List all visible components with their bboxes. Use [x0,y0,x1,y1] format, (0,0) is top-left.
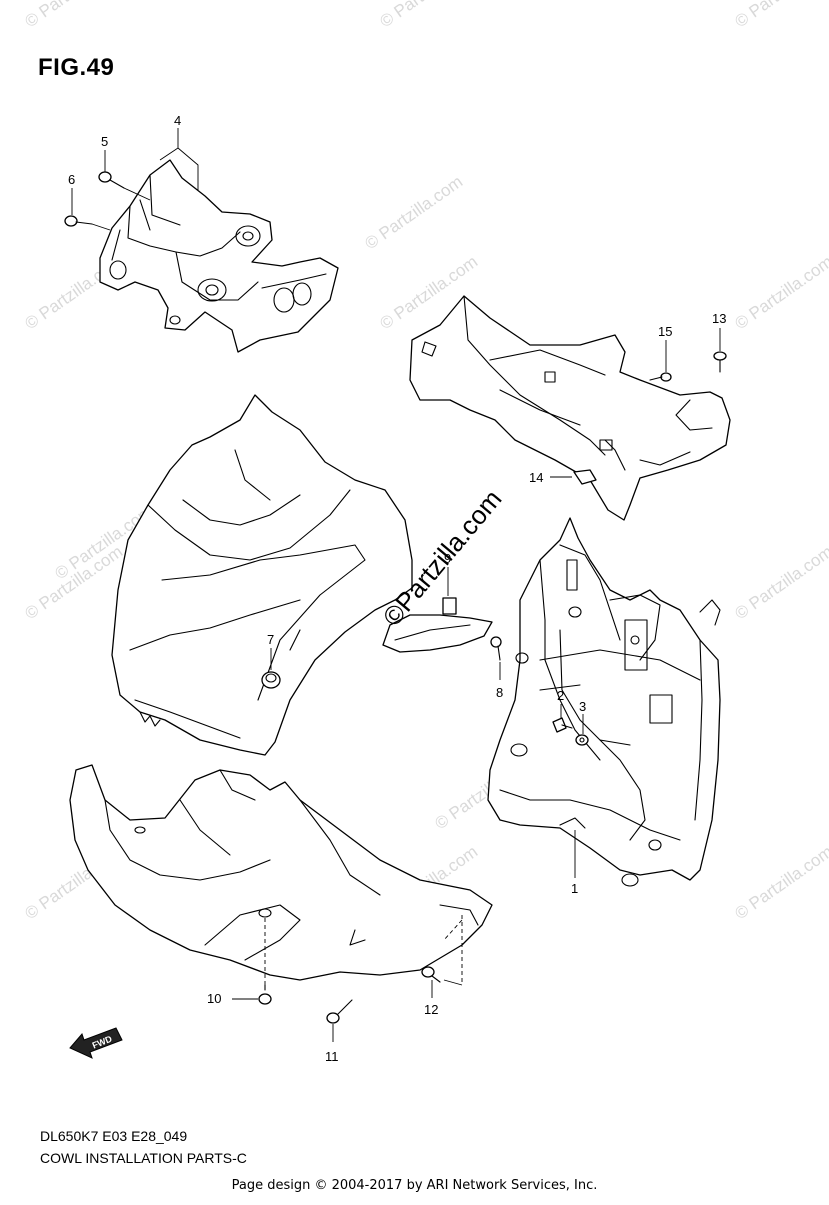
watermark-tile: © Partzilla.com [361,172,466,253]
washer-3 [575,714,589,746]
leader-12-dash-b [443,919,463,941]
figure-title: FIG.49 [38,54,115,81]
fwd-arrow-icon: FWD [69,1027,123,1059]
lower-cowl [69,764,493,981]
callout-3: 3 [579,699,586,714]
callout-9: 9 [444,551,451,566]
main-upper-cowl [111,394,413,756]
clip-15 [649,340,672,382]
inner-panel-upper-right [409,295,731,521]
callout-11: 11 [325,1049,339,1064]
callout-5: 5 [101,134,108,149]
callout-1: 1 [571,881,578,896]
screw-10 [232,984,272,1005]
leader-4 [159,128,199,190]
callout-13: 13 [712,311,726,326]
callout-labels: 1 2 3 4 5 6 7 8 9 10 11 12 13 14 15 [68,113,726,1064]
callout-10: 10 [207,991,221,1006]
callout-6: 6 [68,172,75,187]
screw-6 [64,215,111,231]
part-4-upper-bracket [99,159,339,353]
callout-15: 15 [658,324,672,339]
screw-11 [326,999,353,1042]
callout-4: 4 [174,113,181,128]
callout-8: 8 [496,685,503,700]
watermark-tile: © Partzilla.com [731,542,829,623]
page-footer: Page design © 2004-2017 by ARI Network S… [231,1178,598,1193]
watermark-tile: © Partzilla.com [731,0,829,31]
callout-2: 2 [557,688,564,703]
bolt-2 [552,704,573,733]
screw-5 [98,171,151,201]
clip-9 [442,567,457,615]
screw-8 [490,636,502,680]
callout-12: 12 [424,1002,438,1017]
part-1-frame-bracket [487,517,721,887]
watermark-tile: © Partzilla.com [376,0,481,31]
callout-14: 14 [529,470,543,485]
screw-12 [421,966,463,998]
grommet-7 [261,648,281,689]
clip-14 [550,469,597,485]
figure-name: COWL INSTALLATION PARTS-C [40,1150,247,1166]
screw-13 [713,328,727,373]
watermark-tile: © Partzilla.com [21,0,126,31]
callout-7: 7 [267,632,274,647]
model-code: DL650K7 E03 E28_049 [40,1128,188,1144]
side-panel-piece [382,614,493,653]
watermark-tile: © Partzilla.com [731,252,829,333]
watermark-tile: © Partzilla.com [731,842,829,923]
